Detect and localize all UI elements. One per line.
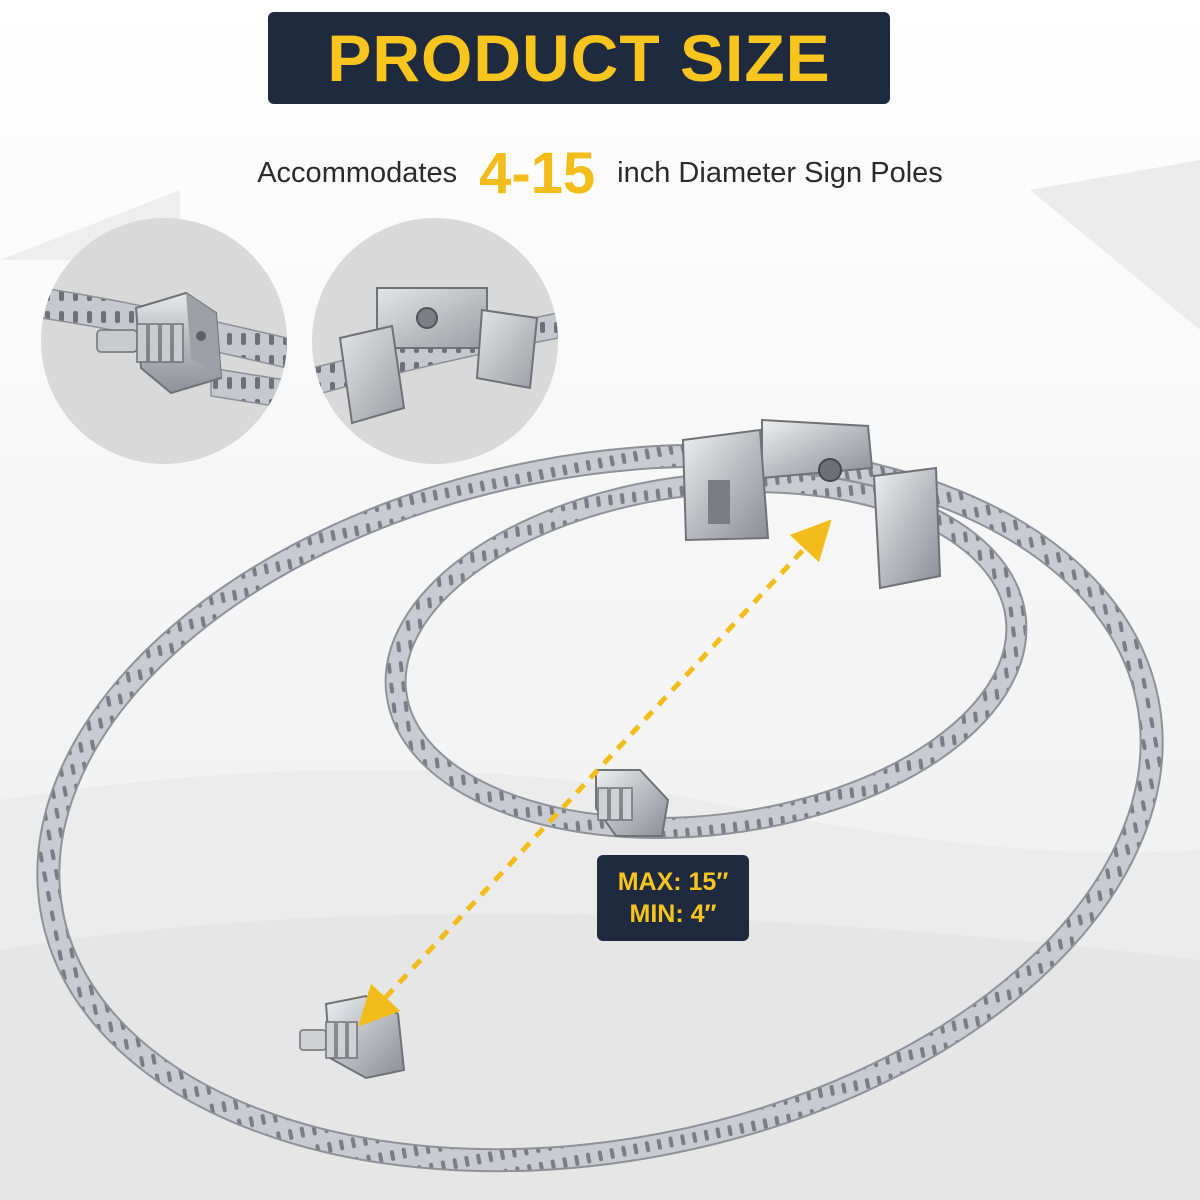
banner-title: PRODUCT SIZE	[327, 21, 831, 95]
subtitle-range: 4-15	[479, 140, 596, 206]
large-clamp-band	[36, 443, 1164, 1173]
detail-worm-gear-image	[41, 218, 287, 464]
min-size-label: MIN: 4′′	[629, 900, 717, 928]
subtitle: Accommodates 4-15 inch Diameter Sign Pol…	[0, 138, 1200, 208]
max-size-label: MAX: 15′′	[617, 868, 729, 896]
large-worm-gear-clamp	[299, 994, 406, 1080]
sign-bracket	[681, 418, 942, 590]
subtitle-prefix: Accommodates	[257, 156, 458, 189]
detail-bracket-image	[312, 218, 558, 464]
subtitle-suffix: inch Diameter Sign Poles	[617, 156, 943, 189]
size-label-box: MAX: 15′′ MIN: 4′′	[597, 855, 749, 941]
diameter-arrow	[358, 519, 832, 1027]
title-banner: PRODUCT SIZE	[268, 12, 890, 104]
